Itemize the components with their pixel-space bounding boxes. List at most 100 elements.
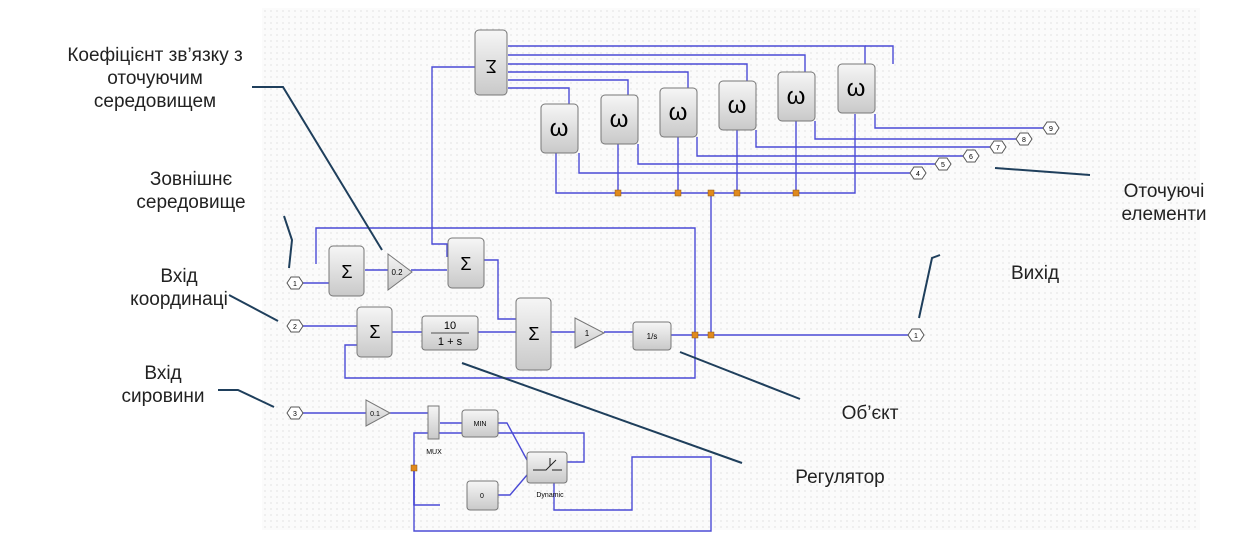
transfer-function-block[interactable]: 10 1 + s xyxy=(421,315,479,351)
mux-block[interactable]: MUX xyxy=(426,405,442,456)
wire-surr9 xyxy=(874,114,1043,129)
integrator-block[interactable]: 1/s xyxy=(632,321,672,351)
port-surr-9-label: 9 xyxy=(1049,126,1053,133)
port-surr-4[interactable]: 4 xyxy=(909,166,927,180)
port-in-coord-label: 2 xyxy=(293,324,297,331)
sum-symbol: Σ xyxy=(341,262,352,282)
junctions xyxy=(410,189,800,472)
omega-symbol: ω xyxy=(847,75,866,102)
port-in-raw[interactable]: 3 xyxy=(286,406,304,420)
port-surr-6-label: 6 xyxy=(969,154,973,161)
top-sum-symbol: Σ xyxy=(485,56,496,76)
port-in-coord[interactable]: 2 xyxy=(286,319,304,333)
sum-block-coupling[interactable]: Σ xyxy=(447,237,485,289)
omega-symbol: ω xyxy=(550,115,569,142)
omega-symbol: ω xyxy=(610,106,629,133)
annotation-coupling: Коефіцієнт зв’язку з оточуючим середовищ… xyxy=(67,45,243,112)
sum-block-object[interactable]: Σ xyxy=(515,297,552,371)
wire-surr8 xyxy=(814,121,1023,140)
port-surr-5[interactable]: 5 xyxy=(934,157,952,171)
min-label: MIN xyxy=(474,421,487,428)
gain-raw[interactable]: 0.1 xyxy=(365,399,392,427)
sum-symbol: Σ xyxy=(460,254,471,274)
sum-block-coord[interactable]: Σ xyxy=(356,306,393,358)
gain-coupling[interactable]: 0.2 xyxy=(387,253,413,291)
port-in-raw-label: 3 xyxy=(293,411,297,418)
min-block[interactable]: MIN xyxy=(461,409,499,438)
dynamic-switch-block[interactable]: Dynamic xyxy=(526,451,568,499)
port-surr-9[interactable]: 9 xyxy=(1042,121,1060,135)
annotation-coordinate-input: Вхід координаці xyxy=(130,266,228,310)
port-surr-8-label: 8 xyxy=(1022,137,1026,144)
leader-surrounding xyxy=(994,167,1091,176)
gain-object[interactable]: 1 xyxy=(574,317,606,349)
tf-denominator: 1 + s xyxy=(438,336,463,348)
sum-symbol: Σ xyxy=(369,322,380,342)
port-surr-8[interactable]: 8 xyxy=(1015,132,1033,146)
wire-surr5 xyxy=(637,144,935,165)
tf-numerator: 10 xyxy=(444,320,456,332)
zero-constant-block[interactable]: 0 xyxy=(466,480,499,511)
wire-omega6-top xyxy=(865,45,894,64)
omega-block-2[interactable]: ω xyxy=(600,94,639,145)
wire-sum2-to-sum3 xyxy=(484,259,516,320)
junction-dot xyxy=(707,189,715,197)
wire-topsum-to-sum xyxy=(431,66,475,257)
junction-dot xyxy=(691,331,699,339)
port-surr-4-label: 4 xyxy=(916,171,920,178)
omega-block-3[interactable]: ω xyxy=(659,87,698,138)
wire-surr6 xyxy=(696,137,963,157)
integrator-label: 1/s xyxy=(647,332,658,341)
dynamic-label: Dynamic xyxy=(536,492,564,499)
annotation-raw-input: Вхід сировини xyxy=(121,363,205,407)
wire-omega2-to-sum xyxy=(508,79,629,95)
omega-block-5[interactable]: ω xyxy=(777,71,816,122)
zero-constant-label: 0 xyxy=(480,493,484,500)
port-out[interactable]: 1 xyxy=(907,328,925,342)
omega-block-6[interactable]: ω xyxy=(837,63,876,114)
leader-regulator xyxy=(461,362,743,464)
port-surr-7[interactable]: 7 xyxy=(989,140,1007,154)
junction-dot xyxy=(733,189,741,197)
wires xyxy=(300,45,1043,532)
wire-omega1-to-sum xyxy=(508,87,570,104)
annotation-output: Вихід xyxy=(1010,263,1060,284)
gain-object-label: 1 xyxy=(585,329,590,338)
leader-coupling xyxy=(252,86,383,251)
port-surr-7-label: 7 xyxy=(996,145,1000,152)
wire-omega5-to-sum xyxy=(508,54,806,72)
wire-env-feedback xyxy=(315,227,696,335)
wire-surr4 xyxy=(578,153,910,174)
omega-block-1[interactable]: ω xyxy=(540,103,579,154)
top-sum-block[interactable]: Σ xyxy=(474,29,508,96)
omega-symbol: ω xyxy=(787,83,806,110)
port-in-env[interactable]: 1 xyxy=(286,276,304,290)
wire-omega3-to-sum xyxy=(508,71,689,88)
annotation-surrounding: Оточуючі елементи xyxy=(1121,181,1207,225)
omega-symbol: ω xyxy=(728,92,747,119)
port-surr-5-label: 5 xyxy=(941,162,945,169)
port-surr-6[interactable]: 6 xyxy=(962,149,980,163)
leader-object xyxy=(679,351,801,400)
gain-coupling-label: 0.2 xyxy=(391,268,403,277)
wire-omega4-to-sum xyxy=(508,63,748,81)
sum-symbol: Σ xyxy=(528,324,539,344)
junction-dot xyxy=(707,331,715,339)
mux-label: MUX xyxy=(426,449,442,456)
leader-environment xyxy=(283,215,294,269)
annotation-regulator: Регулятор xyxy=(795,467,885,488)
leader-coordinate xyxy=(228,294,279,322)
omega-block-4[interactable]: ω xyxy=(718,80,757,131)
junction-dot xyxy=(674,189,682,197)
leader-raw xyxy=(218,389,275,408)
wire-env-bus xyxy=(555,114,856,194)
wire-mux-feedback xyxy=(413,468,440,506)
wire-zero-to-switch xyxy=(498,474,528,496)
sum-block-env[interactable]: Σ xyxy=(328,245,365,297)
leader-output xyxy=(918,254,941,319)
junction-dot xyxy=(614,189,622,197)
port-in-env-label: 1 xyxy=(293,281,297,288)
port-out-label: 1 xyxy=(914,333,918,340)
